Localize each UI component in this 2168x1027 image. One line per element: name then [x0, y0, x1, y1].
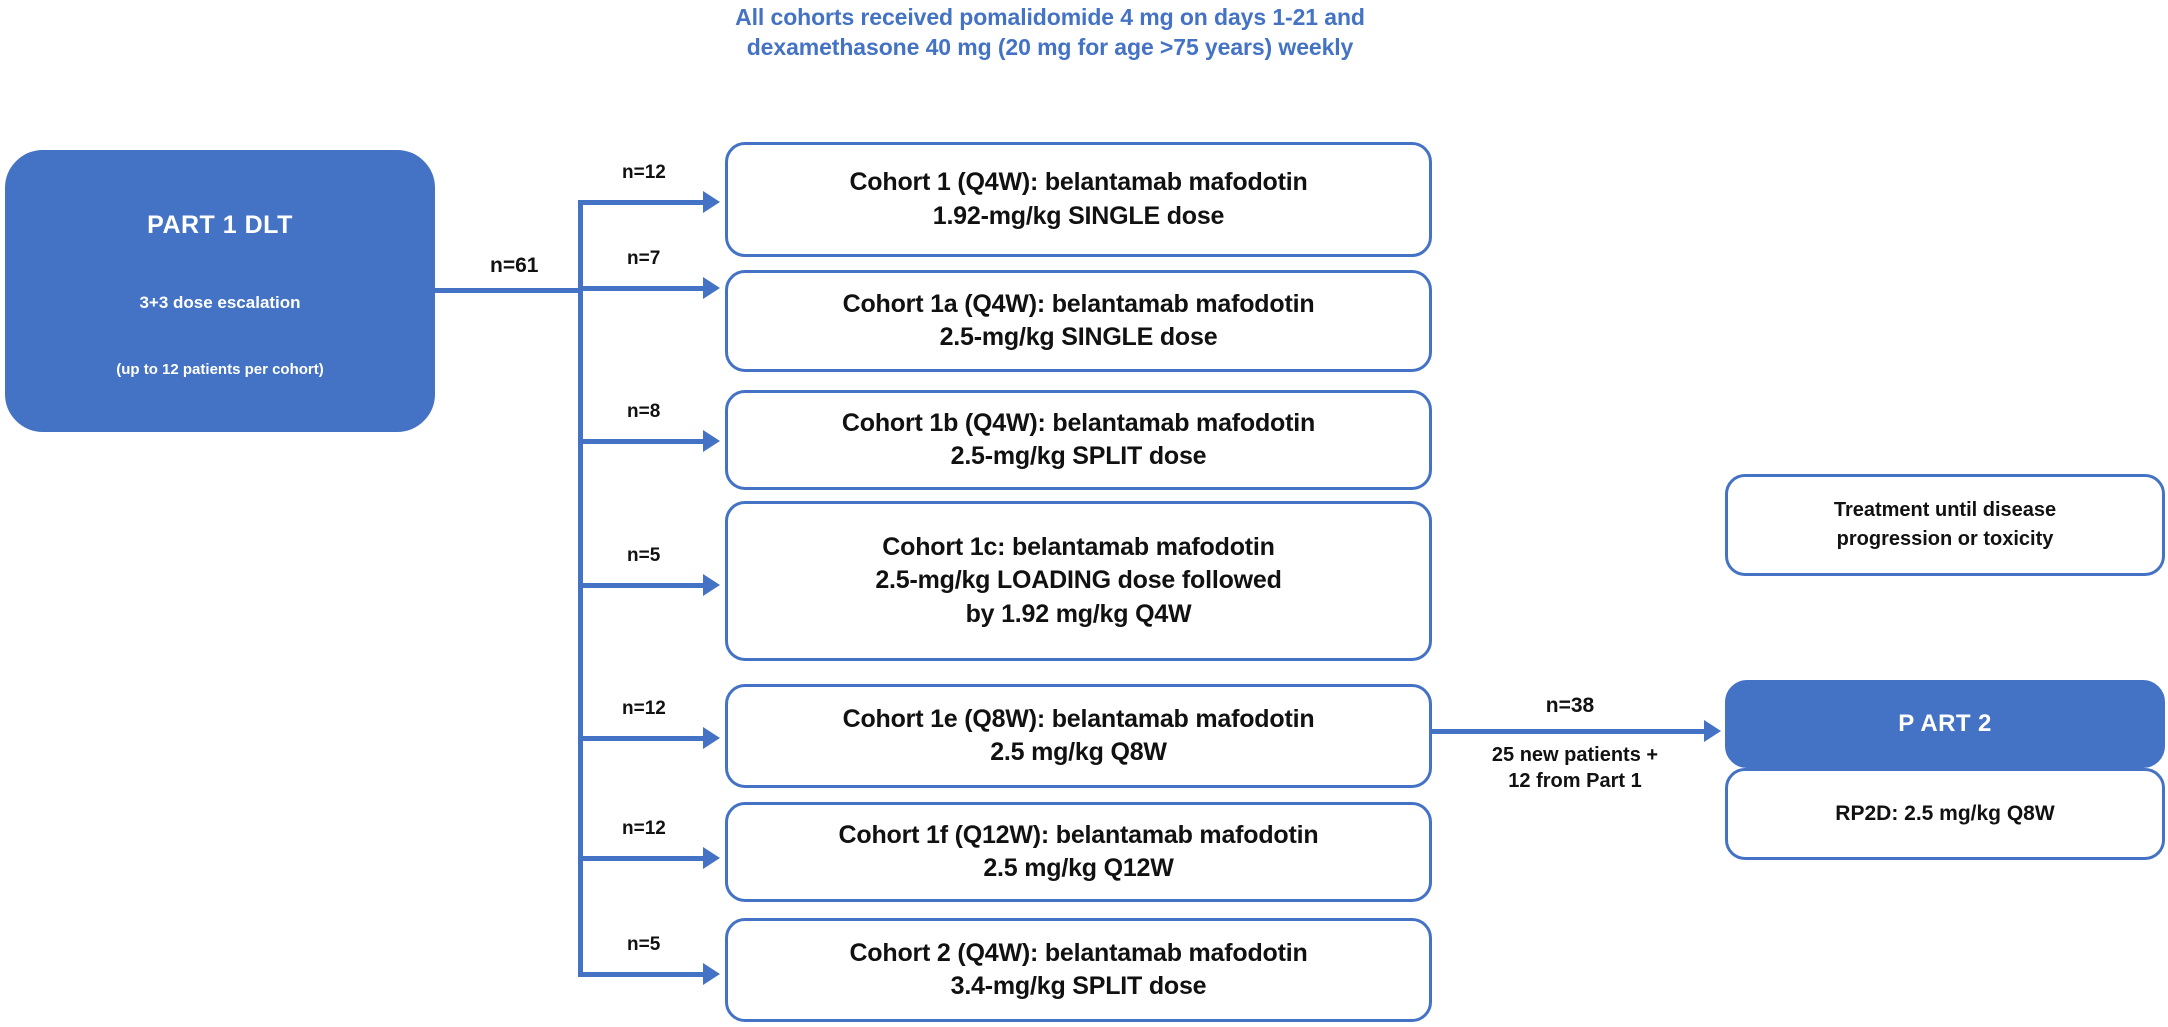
branch-line-7 [578, 972, 706, 977]
cohort-box-7: Cohort 2 (Q4W): belantamab mafodotin 3.4… [725, 918, 1432, 1022]
header-note-line2: dexamethasone 40 mg (20 mg for age >75 y… [746, 34, 1354, 61]
branch-label-7: n=5 [627, 934, 661, 955]
part2-edge-sublabel: 25 new patients + 12 from Part 1 [1470, 742, 1680, 794]
cohort-4-line3: by 1.92 mg/kg Q4W [965, 599, 1192, 628]
branch-arrow-2 [703, 277, 720, 299]
cohort-6-line2: 2.5 mg/kg Q12W [983, 854, 1174, 882]
cohort-6-line1: Cohort 1f (Q12W): belantamab mafodotin [838, 820, 1319, 849]
part2-connector-arrow [1704, 720, 1721, 742]
rp2d-box: RP2D: 2.5 mg/kg Q8W [1725, 768, 2165, 860]
branch-label-3: n=8 [627, 401, 661, 422]
branch-line-6 [578, 856, 706, 861]
branch-label-4: n=5 [627, 545, 661, 566]
header-note: All cohorts received pomalidomide 4 mg o… [700, 2, 1400, 63]
part1-dlt-box: PART 1 DLT 3+3 dose escalation (up to 12… [5, 150, 435, 432]
branch-arrow-7 [703, 963, 720, 985]
header-note-line1: All cohorts received pomalidomide 4 mg o… [735, 4, 1365, 30]
part1-title: PART 1 DLT [147, 210, 293, 239]
treatment-box: Treatment until disease progression or t… [1725, 474, 2165, 576]
branch-label-5: n=12 [622, 698, 666, 719]
cohort-box-2: Cohort 1a (Q4W): belantamab mafodotin 2.… [725, 270, 1432, 372]
branch-line-5 [578, 736, 706, 741]
part2-edge-sub-line2: 12 from Part 1 [1508, 770, 1642, 792]
part2-title: P ART 2 [1898, 710, 1992, 737]
part2-edge-label-n38: n=38 [1545, 694, 1595, 717]
branch-label-1: n=12 [622, 162, 666, 183]
part2-edge-sub-line1: 25 new patients + [1491, 744, 1659, 766]
trunk-stem [435, 288, 580, 293]
treatment-line2: progression or toxicity [1836, 528, 2054, 550]
rp2d-label: RP2D: 2.5 mg/kg Q8W [1835, 802, 2055, 825]
trunk-label-n61: n=61 [490, 254, 539, 277]
branch-line-1 [578, 200, 706, 205]
branch-arrow-3 [703, 430, 720, 452]
branch-line-3 [578, 439, 706, 444]
cohort-box-1: Cohort 1 (Q4W): belantamab mafodotin 1.9… [725, 142, 1432, 257]
branch-arrow-6 [703, 847, 720, 869]
cohort-box-3: Cohort 1b (Q4W): belantamab mafodotin 2.… [725, 390, 1432, 490]
branch-arrow-1 [703, 191, 720, 213]
part1-subtitle-escalation: 3+3 dose escalation [139, 292, 301, 312]
branch-line-4 [578, 583, 706, 588]
cohort-1-line2: 1.92-mg/kg SINGLE dose [932, 201, 1225, 230]
part1-subtitle-cohort-size: (up to 12 patients per cohort) [116, 360, 324, 378]
branch-arrow-5 [703, 727, 720, 749]
cohort-3-line1: Cohort 1b (Q4W): belantamab mafodotin [841, 408, 1316, 437]
part2-connector-line [1432, 729, 1707, 734]
cohort-5-line1: Cohort 1e (Q8W): belantamab mafodotin [842, 704, 1315, 733]
branch-label-6: n=12 [622, 818, 666, 839]
cohort-box-6: Cohort 1f (Q12W): belantamab mafodotin 2… [725, 802, 1432, 902]
treatment-line1: Treatment until disease [1833, 499, 2057, 521]
cohort-7-line1: Cohort 2 (Q4W): belantamab mafodotin [849, 938, 1308, 967]
cohort-1-line1: Cohort 1 (Q4W): belantamab mafodotin [849, 168, 1308, 196]
branch-arrow-4 [703, 574, 720, 596]
cohort-4-line2: 2.5-mg/kg LOADING dose followed [875, 566, 1282, 595]
cohort-box-4: Cohort 1c: belantamab mafodotin 2.5-mg/k… [725, 501, 1432, 661]
cohort-7-line2: 3.4-mg/kg SPLIT dose [950, 972, 1207, 1000]
cohort-5-line2: 2.5 mg/kg Q8W [990, 738, 1167, 766]
branch-label-2: n=7 [627, 248, 661, 269]
cohort-2-line2: 2.5-mg/kg SINGLE dose [939, 323, 1218, 351]
cohort-4-line1: Cohort 1c: belantamab mafodotin [882, 532, 1275, 561]
cohort-box-5: Cohort 1e (Q8W): belantamab mafodotin 2.… [725, 684, 1432, 788]
branch-line-2 [578, 286, 706, 291]
cohort-2-line1: Cohort 1a (Q4W): belantamab mafodotin [842, 289, 1315, 318]
part2-box: P ART 2 [1725, 680, 2165, 768]
cohort-3-line2: 2.5-mg/kg SPLIT dose [950, 442, 1207, 470]
